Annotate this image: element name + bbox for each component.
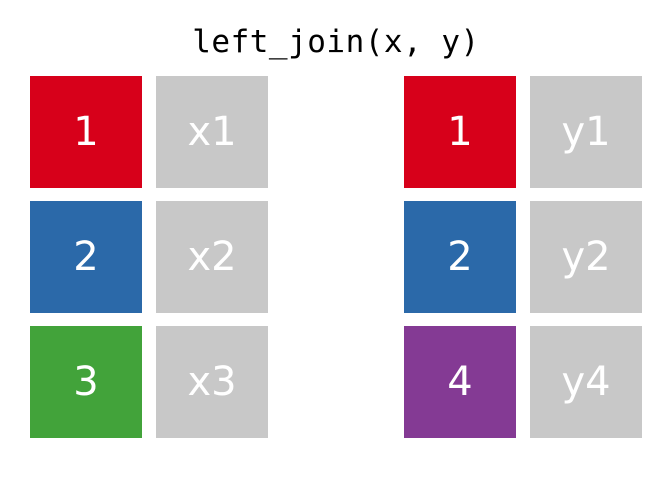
table-y-key-cell: 1 bbox=[404, 76, 516, 188]
table-x-value-cell: x3 bbox=[156, 326, 268, 438]
table-x-key-cell: 2 bbox=[30, 201, 142, 313]
table-x-value-cell: x1 bbox=[156, 76, 268, 188]
table-y-row-2: 2 y2 bbox=[404, 201, 642, 313]
table-y-key-cell: 4 bbox=[404, 326, 516, 438]
table-x-row-3: 3 x3 bbox=[30, 326, 268, 438]
table-x-key-cell: 1 bbox=[30, 76, 142, 188]
table-x-row-1: 1 x1 bbox=[30, 76, 268, 188]
table-y-row-3: 4 y4 bbox=[404, 326, 642, 438]
table-y-value-cell: y4 bbox=[530, 326, 642, 438]
table-x-row-2: 2 x2 bbox=[30, 201, 268, 313]
table-y-value-cell: y2 bbox=[530, 201, 642, 313]
table-y-value-cell: y1 bbox=[530, 76, 642, 188]
table-y-key-cell: 2 bbox=[404, 201, 516, 313]
table-x-value-cell: x2 bbox=[156, 201, 268, 313]
table-y-row-1: 1 y1 bbox=[404, 76, 642, 188]
table-x-key-cell: 3 bbox=[30, 326, 142, 438]
diagram-title: left_join(x, y) bbox=[192, 24, 480, 60]
